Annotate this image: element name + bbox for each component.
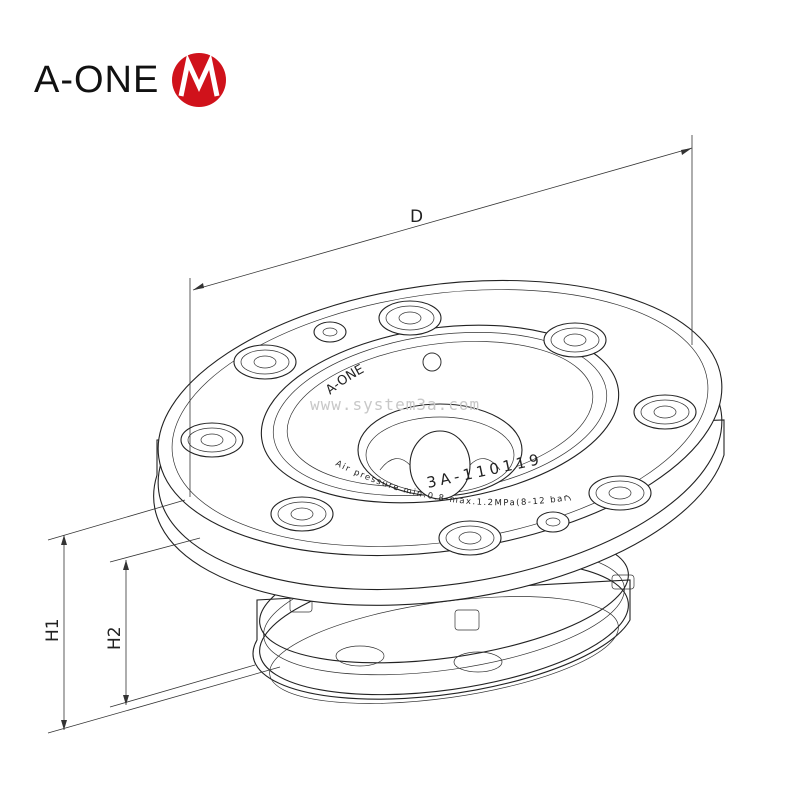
hex-socket-icon: [200, 433, 224, 447]
hex-socket-icon: [563, 333, 587, 347]
bolt-head: [233, 344, 297, 380]
hex-socket-icon: [608, 486, 632, 500]
bolt-head: [438, 520, 502, 556]
dimension-label-d: D: [410, 207, 423, 227]
bolt-head: [378, 300, 442, 336]
bolt-head: [633, 394, 697, 430]
bolt-head: [543, 322, 607, 358]
dimension-label-h2: H2: [105, 626, 125, 650]
bolt-head: [588, 475, 652, 511]
engraved-logo-icon: [422, 352, 442, 372]
watermark: www.system3a.com: [310, 395, 480, 414]
logo-text: A-ONE: [34, 58, 160, 101]
bolt-head: [180, 422, 244, 458]
bolts: [180, 300, 697, 556]
hex-socket-icon: [458, 531, 482, 545]
hex-socket-icon: [653, 405, 677, 419]
lower-body: [252, 532, 635, 704]
dimension-label-h1: H1: [43, 618, 63, 642]
small-screw: [313, 321, 347, 343]
logo-emblem-icon: [172, 53, 227, 107]
dimension-lines: [47, 135, 693, 734]
brand-logo: A-ONE: [34, 52, 227, 108]
bolt-head: [270, 496, 334, 532]
hex-socket-icon: [398, 311, 422, 325]
hex-socket-icon: [290, 507, 314, 521]
small-screw: [536, 511, 570, 533]
hex-socket-icon: [253, 355, 277, 369]
